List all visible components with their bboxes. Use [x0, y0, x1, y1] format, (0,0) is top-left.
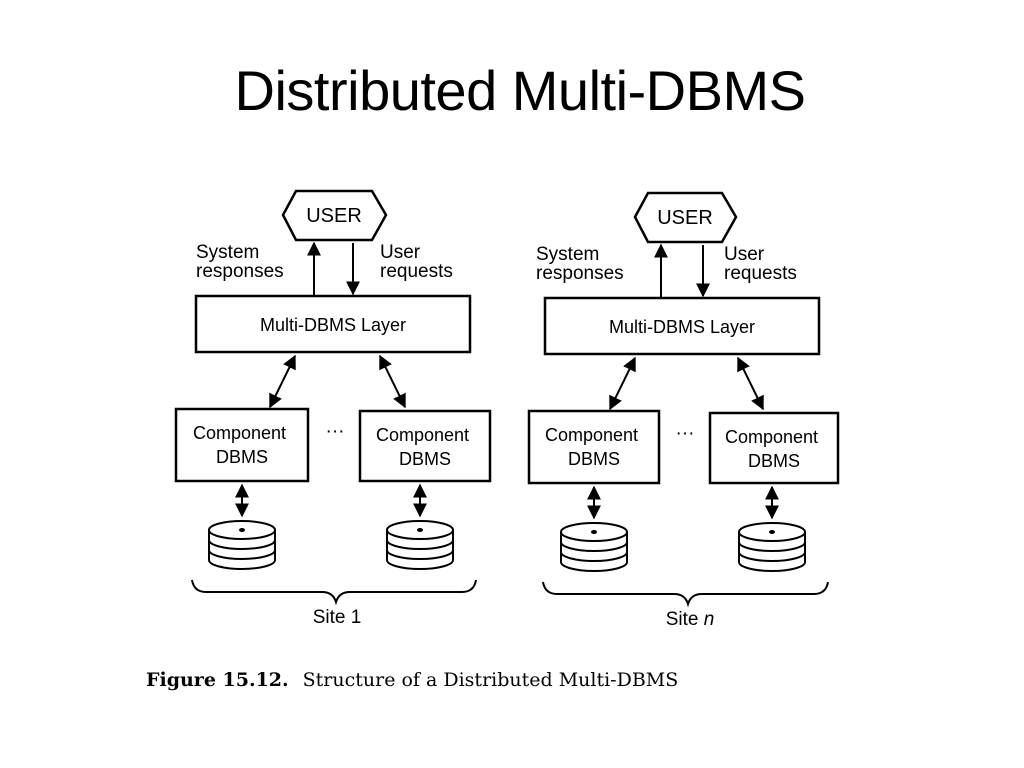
- site-1-database-disk-left: [208, 520, 276, 570]
- site-1-label: Site 1: [313, 607, 362, 628]
- figure-caption-text: Structure of a Distributed Multi-DBMS: [303, 669, 679, 691]
- site-1-system-responses-label: System responses: [196, 242, 284, 282]
- site-n-group: USER System responses User requests Mult…: [527, 191, 840, 630]
- site-1-user-hexagon: [281, 189, 388, 242]
- site-1-multi-dbms-layer-label: Multi-DBMS Layer: [260, 315, 406, 335]
- site-n-multi-dbms-layer-label: Multi-DBMS Layer: [609, 317, 755, 337]
- site-n-component-dbms-right: [708, 411, 840, 485]
- site-n-user-hexagon: [633, 191, 738, 244]
- site-n-database-disk-right: [738, 522, 806, 572]
- site-n-layer-component-arrow-left: [609, 356, 636, 411]
- site-n-component-dbms-left: [527, 409, 661, 485]
- figure-caption: Figure 15.12. Structure of a Distributed…: [146, 669, 678, 691]
- site-1-brace: [191, 579, 477, 606]
- site-n-multi-dbms-layer: [543, 296, 821, 356]
- site-1-user-requests-label: User requests: [380, 242, 453, 282]
- site-1-group: USER System responses User requests Mult…: [174, 189, 492, 628]
- figure-caption-number: Figure 15.12.: [146, 669, 289, 691]
- site-n-component-dbms-left-label: Component DBMS: [545, 425, 643, 469]
- site-1-user-label: USER: [306, 205, 362, 227]
- slide-title: Distributed Multi-DBMS: [234, 59, 806, 122]
- site-1-component-dbms-left: [174, 407, 310, 483]
- site-1-layer-component-arrow-left: [269, 354, 296, 409]
- site-1-layer-component-arrow-right: [379, 354, 406, 409]
- site-n-brace: [542, 581, 829, 608]
- site-1-multi-dbms-layer: [194, 294, 472, 354]
- site-n-ellipsis: ···: [676, 423, 695, 444]
- site-n-user-requests-label: User requests: [724, 244, 797, 284]
- site-n-system-responses-label: System responses: [536, 244, 624, 284]
- site-1-component-dbms-right: [358, 409, 492, 483]
- site-n-component-dbms-right-label: Component DBMS: [725, 427, 823, 471]
- site-1-component-dbms-left-label: Component DBMS: [193, 423, 291, 467]
- site-n-database-disk-left: [560, 522, 628, 572]
- site-n-user-label: USER: [657, 207, 713, 229]
- site-n-layer-component-arrow-right: [737, 356, 764, 411]
- site-1-ellipsis: ···: [326, 421, 345, 442]
- site-n-label: Site n: [666, 609, 715, 630]
- site-1-database-disk-right: [386, 520, 454, 570]
- site-1-component-dbms-right-label: Component DBMS: [376, 425, 474, 469]
